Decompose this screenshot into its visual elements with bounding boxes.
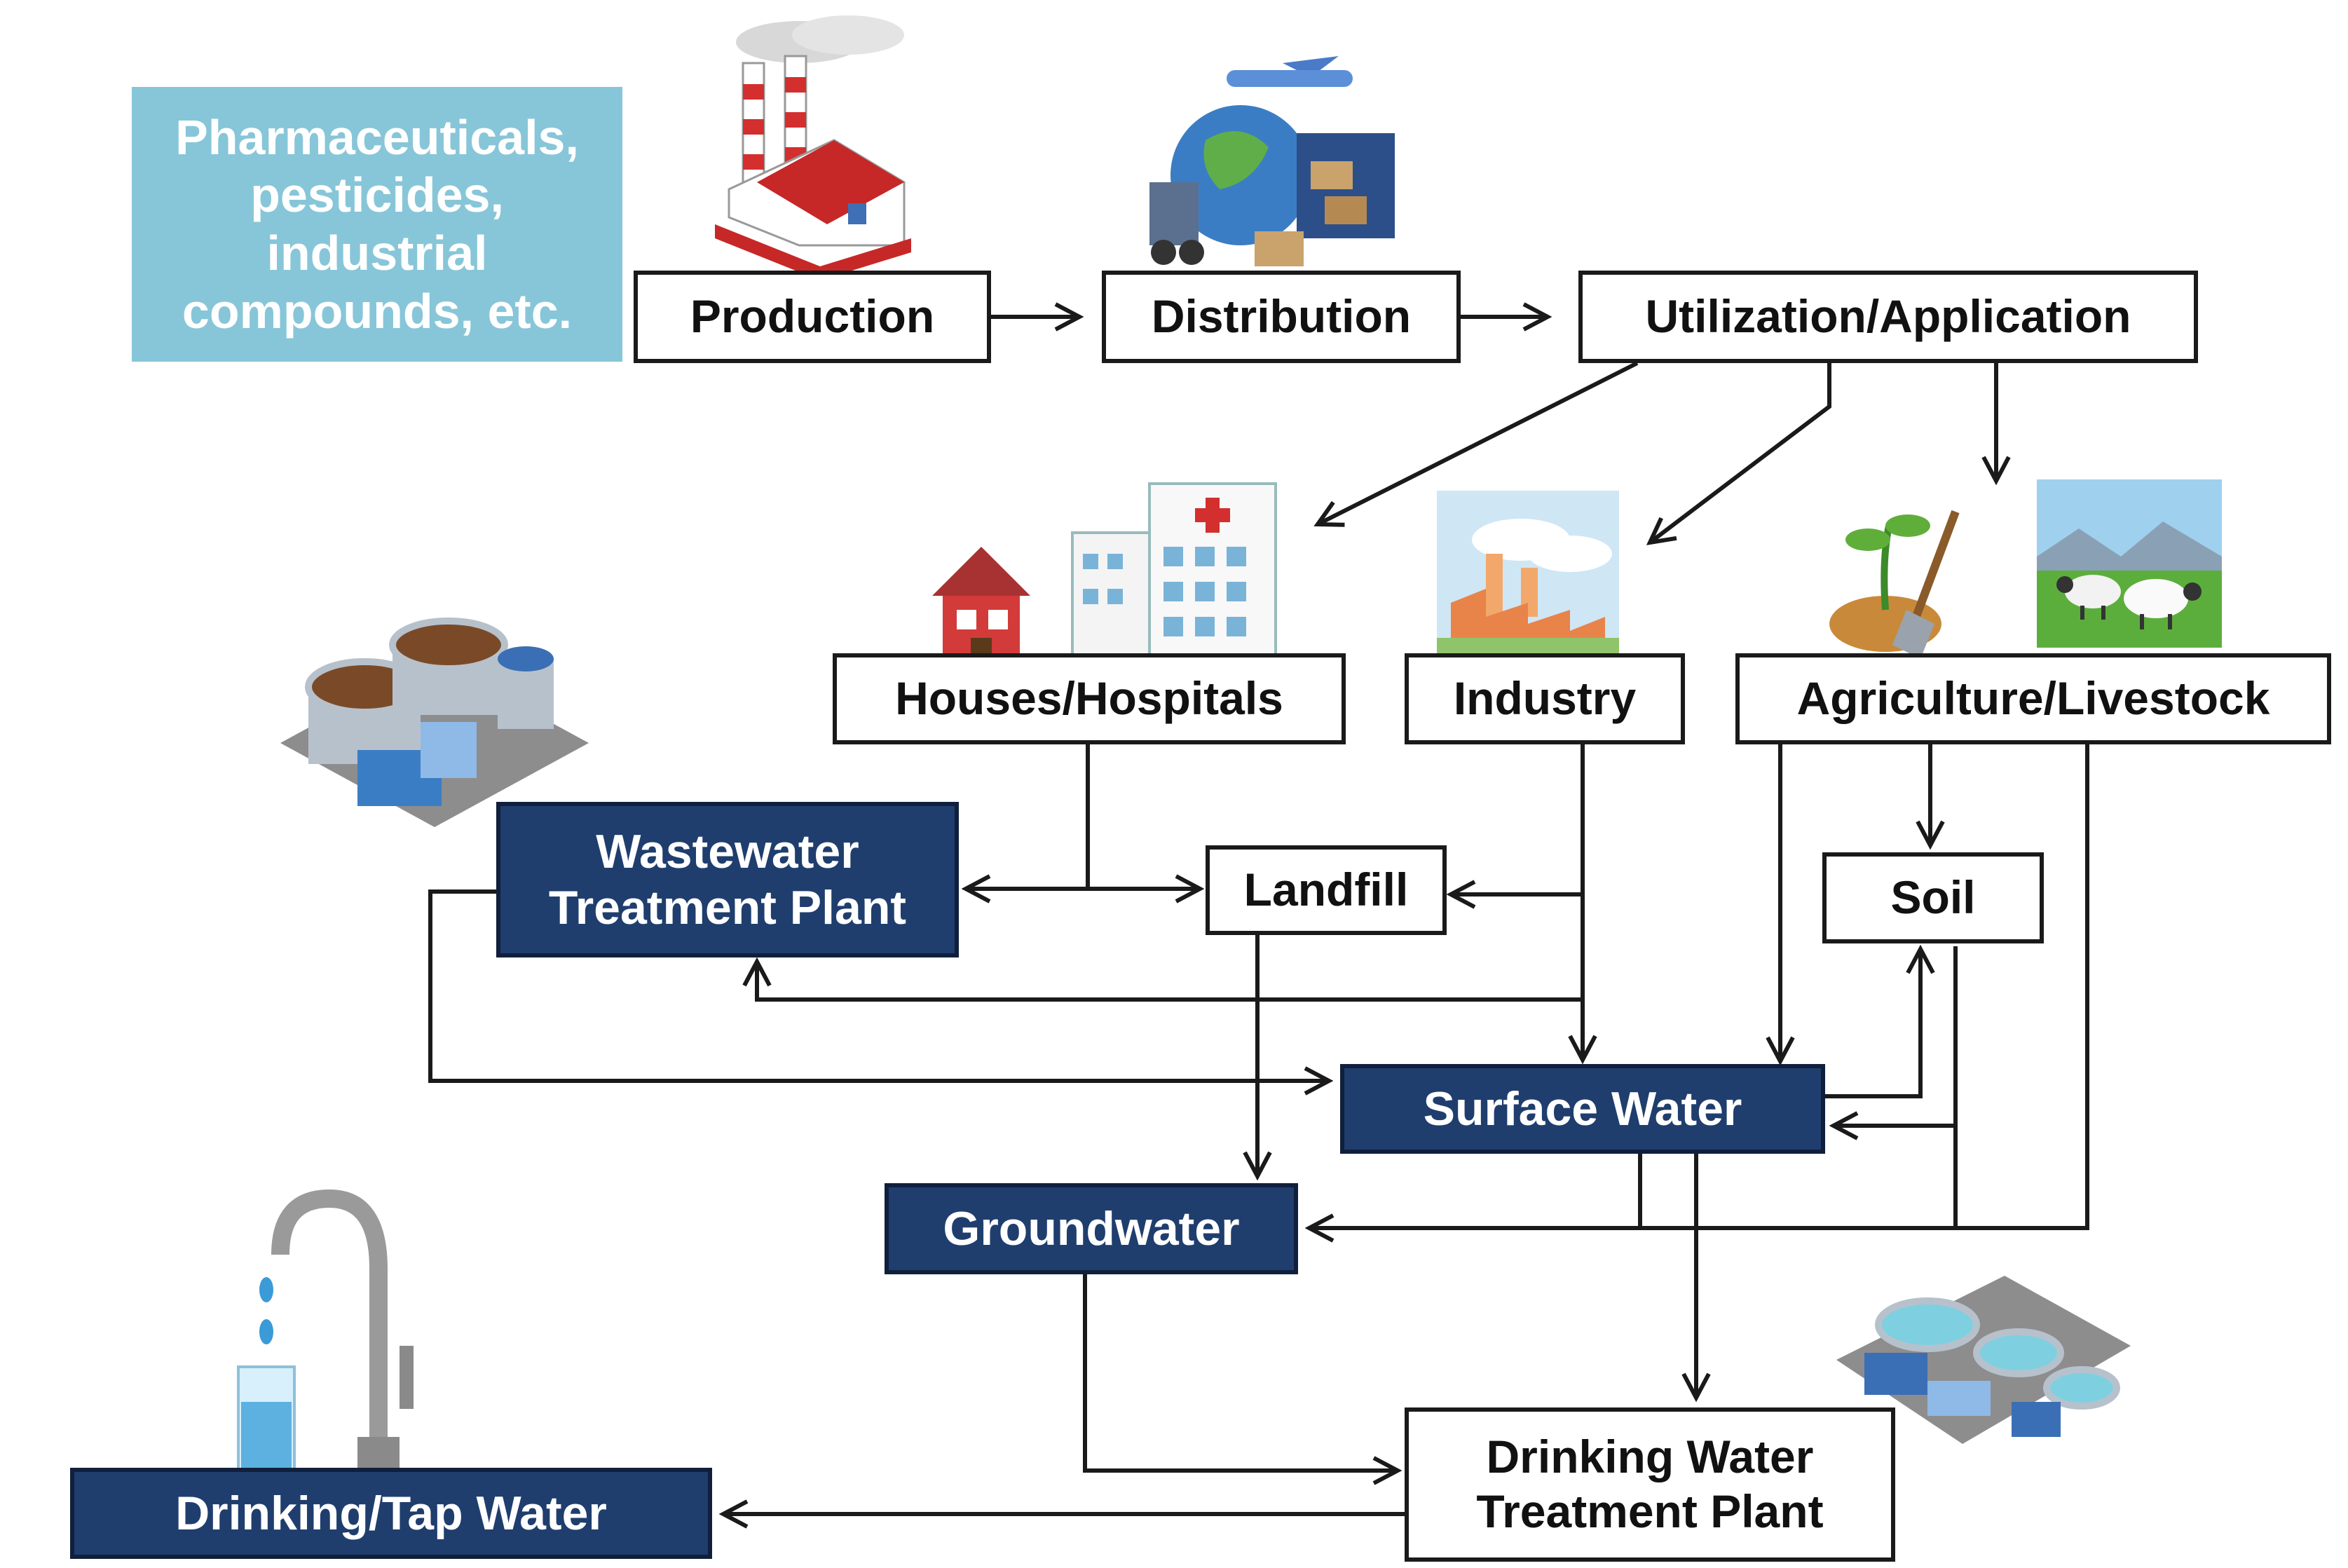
soil-box: Soil <box>1822 852 2044 943</box>
faucet-icon <box>237 1189 414 1486</box>
production-box: Production <box>634 271 991 363</box>
landfill-box: Landfill <box>1206 845 1447 935</box>
arrow-utilization-industry <box>1650 363 1831 543</box>
wastewater-plant-icon <box>280 618 589 827</box>
arrow-groundwater-dwtp <box>1083 1274 1398 1471</box>
sheep-pasture-icon <box>2037 479 2222 648</box>
water-treatment-plant-icon <box>1836 1276 2131 1444</box>
drinking-tap-water-box: Drinking/Tap Water <box>70 1468 712 1559</box>
plant-shovel-icon <box>1829 510 1960 659</box>
sources-label: Pharmaceuticals, pesticides, industrial … <box>132 87 622 362</box>
arrow-surface-soil <box>1825 949 1920 1098</box>
industry-box: Industry <box>1405 653 1685 744</box>
distribution-box: Distribution <box>1102 271 1461 363</box>
wastewater-treatment-plant-box: Wastewater Treatment Plant <box>496 802 959 957</box>
agriculture-livestock-box: Agriculture/Livestock <box>1735 653 2331 744</box>
groundwater-box: Groundwater <box>885 1183 1298 1274</box>
logistics-icon <box>1149 56 1395 266</box>
industry-icon <box>1437 491 1619 666</box>
arrow-utilization-houses <box>1318 361 1639 524</box>
surface-water-box: Surface Water <box>1340 1064 1825 1154</box>
arrow-agriculture-groundwater <box>1309 744 2089 1228</box>
factory-icon <box>715 15 911 280</box>
utilization-box: Utilization/Application <box>1578 271 2198 363</box>
houses-hospitals-box: Houses/Hospitals <box>833 653 1346 744</box>
drinking-water-treatment-plant-box: Drinking Water Treatment Plant <box>1405 1407 1895 1562</box>
arrow-wwtp-surface <box>428 889 1329 1081</box>
arrow-industry-wwtp <box>757 894 1585 1002</box>
